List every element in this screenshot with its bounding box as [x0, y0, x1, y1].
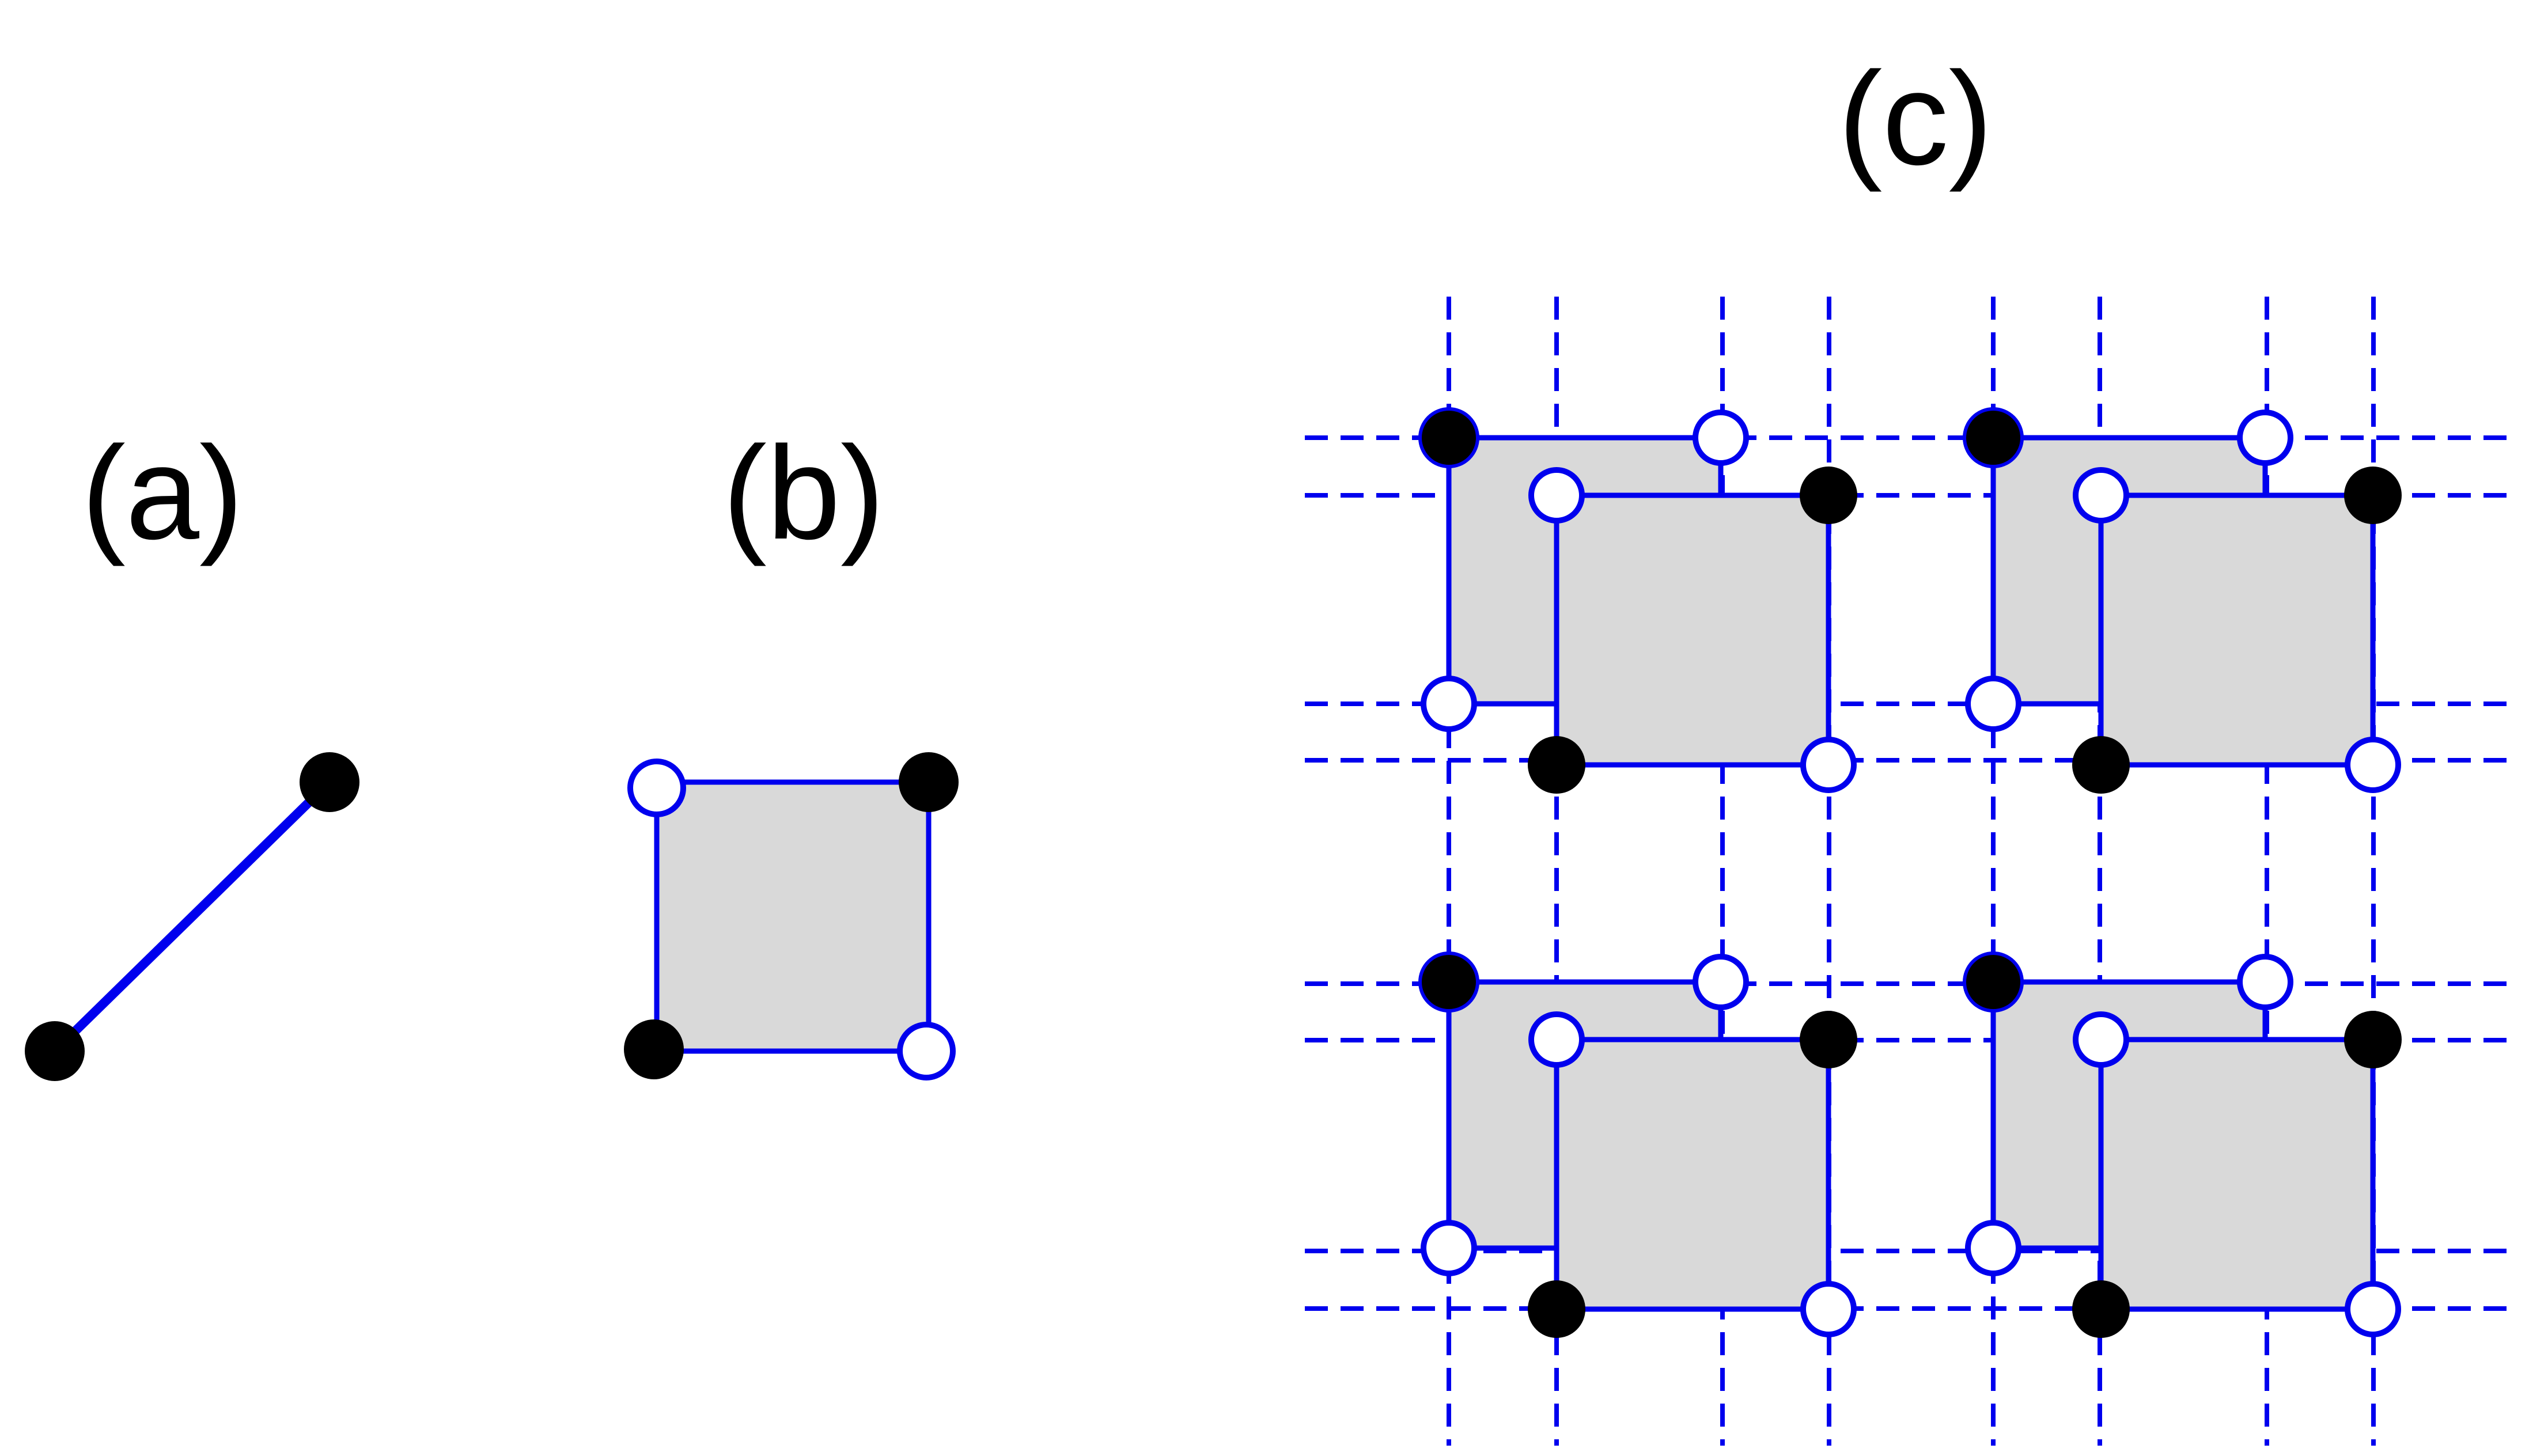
open-node: [1528, 1011, 1585, 1068]
open-node: [897, 1022, 956, 1080]
filled-node: [1418, 951, 1479, 1013]
filled-node: [1800, 1011, 1857, 1068]
filled-node: [1418, 407, 1479, 468]
panel-label-a: (a): [81, 419, 243, 567]
plaquette-square: [654, 779, 932, 1054]
filled-node: [25, 1021, 85, 1081]
open-node: [1800, 1281, 1857, 1337]
panel-a-bond: [25, 752, 359, 1081]
panel-label-b: (b): [722, 419, 884, 567]
open-node: [1965, 676, 2021, 732]
filled-node: [1963, 951, 2024, 1013]
open-node: [1693, 410, 1749, 466]
lattice-squares: [1446, 435, 2376, 1312]
panel-c-lattice: [1305, 297, 2517, 1446]
filled-node: [1528, 1280, 1585, 1338]
open-node: [2073, 467, 2129, 524]
open-node: [1421, 1220, 1477, 1276]
filled-node: [2072, 736, 2130, 794]
filled-node: [1800, 467, 1857, 524]
front-square: [2098, 492, 2376, 768]
front-square: [1554, 492, 1831, 768]
open-node: [2073, 1011, 2129, 1068]
open-node: [2237, 410, 2293, 466]
filled-node: [2072, 1280, 2130, 1338]
open-node: [627, 759, 686, 817]
open-node: [2345, 1281, 2401, 1337]
filled-node: [899, 752, 959, 812]
panel-label-c: (c): [1838, 44, 1993, 192]
filled-node: [624, 1019, 684, 1079]
open-node: [1528, 467, 1585, 524]
filled-node: [2344, 467, 2402, 524]
open-node: [1421, 676, 1477, 732]
open-node: [1693, 954, 1749, 1010]
front-square: [1554, 1037, 1831, 1312]
filled-node: [1528, 736, 1585, 794]
filled-node: [300, 752, 359, 812]
open-node: [1800, 737, 1857, 793]
filled-node: [2344, 1011, 2402, 1068]
filled-node: [1963, 407, 2024, 468]
lattice-nodes: [1418, 407, 2402, 1338]
open-node: [1965, 1220, 2021, 1276]
open-node: [2345, 737, 2401, 793]
bond-edge: [51, 779, 333, 1055]
panel-b-plaquette: [624, 752, 959, 1080]
open-node: [2237, 954, 2293, 1010]
front-square: [2098, 1037, 2376, 1312]
